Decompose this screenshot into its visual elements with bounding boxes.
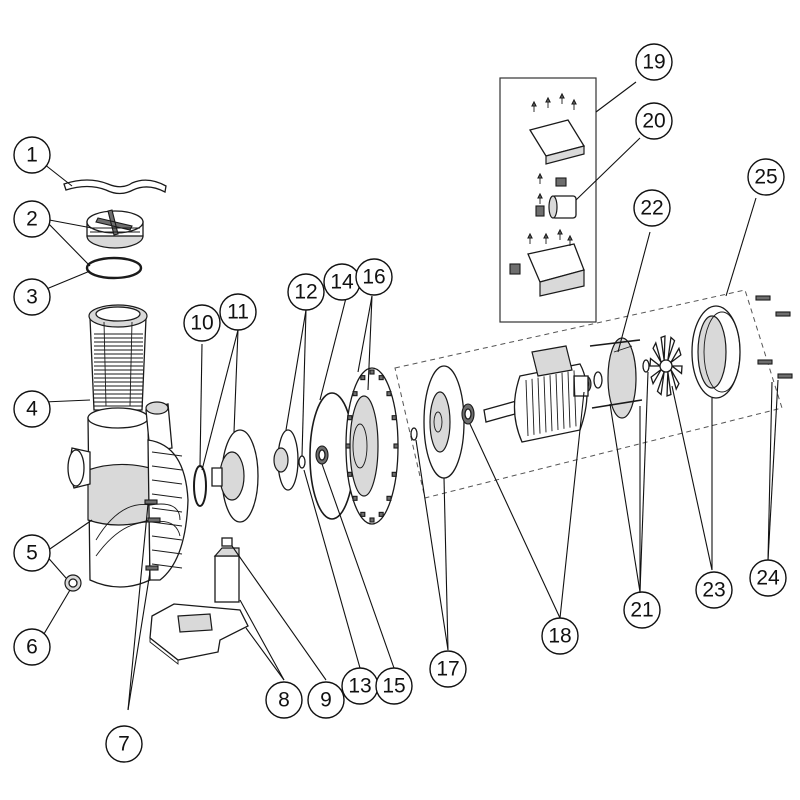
part-16-seal-plate [345, 367, 399, 525]
svg-text:12: 12 [294, 281, 317, 304]
callout-12: 12 [287, 273, 325, 311]
svg-text:7: 7 [118, 733, 130, 756]
part-13-impeller-washer [298, 455, 306, 469]
part-10-diffuser-o-ring [193, 465, 207, 507]
svg-text:13: 13 [348, 675, 371, 698]
motor-stator-and-shaft [483, 345, 589, 443]
callout-10: 10 [183, 304, 221, 342]
part-20-capacitor [548, 195, 577, 219]
part-21-rear-end-cover [589, 337, 650, 419]
callout-2: 2 [13, 200, 51, 238]
callout-9: 9 [307, 681, 345, 719]
svg-text:23: 23 [702, 579, 725, 602]
svg-text:8: 8 [278, 689, 290, 712]
svg-text:9: 9 [320, 689, 332, 712]
svg-text:19: 19 [642, 51, 665, 74]
svg-text:11: 11 [227, 301, 249, 324]
svg-text:17: 17 [436, 658, 459, 681]
callout-8: 8 [265, 681, 303, 719]
callout-5: 5 [13, 534, 51, 572]
svg-text:21: 21 [630, 599, 653, 622]
callout-6: 6 [13, 628, 51, 666]
callout-25: 25 [747, 158, 785, 196]
part-17-motor-flange [410, 365, 465, 479]
part-7-housing-screws [144, 499, 161, 571]
part-4-strainer-basket [88, 304, 148, 411]
callout-7: 7 [105, 725, 143, 763]
part-19-terminal-box-cover [509, 92, 586, 297]
callout-24: 24 [749, 559, 787, 597]
callout-14: 14 [323, 263, 361, 301]
callout-23: 23 [695, 571, 733, 609]
svg-text:25: 25 [754, 166, 777, 189]
part-8-motor-support-base [149, 603, 249, 665]
svg-text:14: 14 [330, 271, 354, 294]
part-6-drain-plug [64, 574, 82, 592]
callout-4: 4 [13, 390, 51, 428]
callout-3: 3 [13, 278, 51, 316]
svg-text:16: 16 [362, 266, 385, 289]
svg-text:2: 2 [26, 208, 38, 231]
callout-16: 16 [355, 258, 393, 296]
callout-11: 11 [219, 293, 257, 331]
callout-19: 19 [635, 43, 673, 81]
part-2-pump-lid [86, 209, 144, 249]
part-23-cooling-fan [649, 335, 683, 397]
part-9-support-post [213, 537, 240, 603]
svg-text:1: 1 [26, 144, 38, 167]
part-5-pump-housing [67, 401, 189, 588]
callout-15: 15 [375, 667, 413, 705]
svg-text:22: 22 [640, 197, 663, 220]
leader-lines [37, 81, 779, 711]
part-15-mechanical-seal [315, 445, 329, 465]
svg-text:15: 15 [382, 675, 405, 698]
svg-text:6: 6 [26, 636, 38, 659]
svg-text:10: 10 [190, 312, 213, 335]
part-3-lid-o-ring [85, 256, 143, 280]
inset-box-motor-terminal [499, 77, 597, 323]
part-12-impeller [273, 429, 299, 491]
part-24-fan-cover-screws [755, 295, 793, 379]
part-22-cover-gasket [613, 345, 633, 353]
callout-1: 1 [13, 136, 51, 174]
callout-17: 17 [429, 650, 467, 688]
svg-text:20: 20 [642, 110, 665, 133]
part-25-fan-cover [691, 305, 741, 399]
svg-text:4: 4 [26, 398, 38, 421]
svg-text:24: 24 [756, 567, 780, 590]
callout-20: 20 [635, 102, 673, 140]
callout-22: 22 [633, 189, 671, 227]
part-11-diffuser [211, 429, 259, 523]
svg-text:18: 18 [548, 625, 571, 648]
callout-13: 13 [341, 667, 379, 705]
callout-21: 21 [623, 591, 661, 629]
svg-text:3: 3 [26, 286, 38, 309]
motor-assembly-dashed-outline [394, 289, 783, 499]
svg-text:5: 5 [26, 542, 38, 565]
callout-18: 18 [541, 617, 579, 655]
part-1-lid-clamp [63, 179, 167, 195]
